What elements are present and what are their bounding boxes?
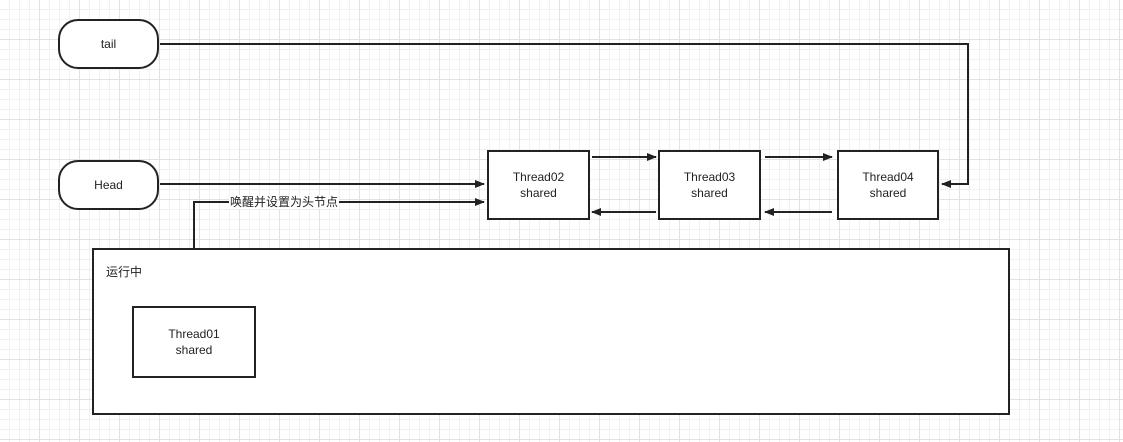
head-node-label: Head xyxy=(94,178,123,192)
head-node[interactable]: Head xyxy=(58,160,159,210)
thread02-mode: shared xyxy=(520,186,557,200)
thread04-name: Thread04 xyxy=(862,170,914,184)
thread04-node[interactable]: Thread04 shared xyxy=(837,150,939,220)
thread02-node[interactable]: Thread02 shared xyxy=(487,150,590,220)
thread03-node[interactable]: Thread03 shared xyxy=(658,150,761,220)
wake-edge-label: 唤醒并设置为头节点 xyxy=(229,195,340,209)
tail-node[interactable]: tail xyxy=(58,19,159,69)
thread01-mode: shared xyxy=(175,343,213,357)
thread01-name: Thread01 xyxy=(168,327,220,341)
thread02-name: Thread02 xyxy=(512,170,565,184)
running-group-label: 运行中 xyxy=(106,265,143,279)
running-group[interactable]: 运行中 xyxy=(92,248,1010,415)
tail-to-thread04-edge xyxy=(160,43,969,188)
thread03-name: Thread03 xyxy=(683,170,736,184)
thread01-node[interactable]: Thread01 shared xyxy=(132,306,256,378)
tail-node-label: tail xyxy=(100,37,117,51)
thread04-mode: shared xyxy=(869,186,907,200)
thread03-mode: shared xyxy=(691,186,728,200)
